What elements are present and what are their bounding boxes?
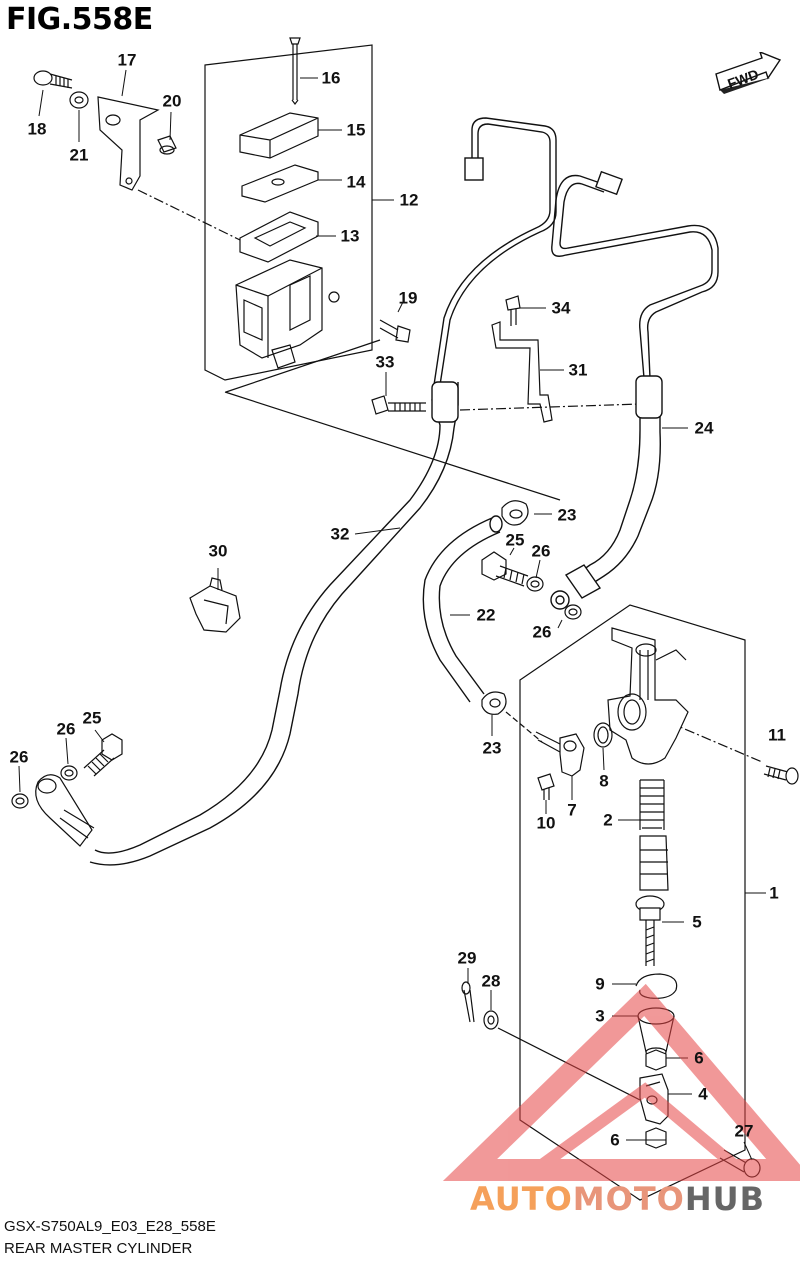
callout-21: 21 xyxy=(69,145,89,165)
screw-16 xyxy=(289,37,301,105)
callout-11: 11 xyxy=(768,725,786,745)
diaphragm-13 xyxy=(239,211,319,263)
diagram-caption: REAR MASTER CYLINDER xyxy=(4,1240,193,1257)
nut-6-upper xyxy=(645,1049,667,1071)
clamp-30 xyxy=(189,577,241,633)
callout-31: 31 xyxy=(568,360,588,380)
callout-26-left: 26 xyxy=(56,719,76,739)
reservoir-group-outline xyxy=(204,44,373,381)
washer-26-b xyxy=(564,604,582,620)
reservoir-plate-14 xyxy=(241,164,319,203)
bracket-31 xyxy=(491,321,553,423)
bolt-18 xyxy=(33,70,73,89)
collar-20 xyxy=(157,135,177,155)
callout-20: 20 xyxy=(162,91,182,111)
callout-25-lower: 25 xyxy=(82,708,102,728)
nut-6-lower xyxy=(645,1127,667,1149)
callout-29: 29 xyxy=(457,948,477,968)
hose-clamp-23-lower xyxy=(481,691,507,715)
callout-33: 33 xyxy=(375,352,395,372)
callout-22: 22 xyxy=(476,605,496,625)
reservoir-joint-7 xyxy=(535,731,585,777)
watermark-part-hub: HUB xyxy=(684,1180,766,1218)
watermark-logo: AUTOMOTOHUB xyxy=(470,1180,765,1218)
callout-18: 18 xyxy=(27,119,47,139)
hose-clamp-23-upper xyxy=(501,500,529,526)
callout-4: 4 xyxy=(698,1084,708,1104)
callout-9: 9 xyxy=(595,974,605,994)
callout-10: 10 xyxy=(536,813,556,833)
callout-17: 17 xyxy=(117,50,137,70)
callout-25-upper: 25 xyxy=(505,530,525,550)
callout-6-upper: 6 xyxy=(694,1048,704,1068)
callout-24: 24 xyxy=(694,418,714,438)
washer-28 xyxy=(483,1010,499,1030)
callout-2: 2 xyxy=(603,810,613,830)
washer-26-d xyxy=(11,793,29,809)
callout-12: 12 xyxy=(399,190,419,210)
bolt-34 xyxy=(505,295,521,326)
model-code: GSX-S750AL9_E03_E28_558E xyxy=(4,1218,216,1235)
master-cylinder-body xyxy=(607,627,689,765)
push-rod-5 xyxy=(635,895,665,966)
bolt-19 xyxy=(379,319,411,343)
piston-spring-2 xyxy=(639,779,669,891)
banjo-fitting-left xyxy=(35,774,95,847)
reservoir-body xyxy=(235,259,340,369)
callout-7: 7 xyxy=(567,800,577,820)
callout-23-lower: 23 xyxy=(482,738,502,758)
grommet-21 xyxy=(69,91,89,109)
callout-3: 3 xyxy=(595,1006,605,1026)
watermark-triangle xyxy=(442,983,800,1181)
bolt-33 xyxy=(371,395,426,415)
callout-13: 13 xyxy=(340,226,360,246)
reservoir-hose-22 xyxy=(422,515,503,703)
washer-26-c xyxy=(60,765,78,781)
figure-title: FIG.558E xyxy=(6,2,153,37)
callout-14: 14 xyxy=(346,172,366,192)
union-bolt-25-upper xyxy=(481,551,529,587)
callout-16: 16 xyxy=(321,68,341,88)
callout-28: 28 xyxy=(481,971,501,991)
cotter-pin-29 xyxy=(461,981,475,1023)
brake-pipe-upper xyxy=(433,117,719,386)
reservoir-cap-15 xyxy=(239,112,319,159)
callout-23-upper: 23 xyxy=(557,505,577,525)
callout-1: 1 xyxy=(769,883,779,903)
callout-5: 5 xyxy=(692,912,702,932)
washer-26-a xyxy=(526,576,544,592)
bracket-17 xyxy=(97,96,160,191)
forward-arrow-icon: FWD xyxy=(712,50,782,94)
callout-19: 19 xyxy=(398,288,418,308)
callout-32: 32 xyxy=(330,524,350,544)
screw-11 xyxy=(763,765,799,785)
watermark-part-moto: MOTO xyxy=(572,1180,685,1218)
callout-26-far-left: 26 xyxy=(9,747,29,767)
brake-hose-32 xyxy=(89,381,459,866)
callout-6-lower: 6 xyxy=(610,1130,620,1150)
callout-30: 30 xyxy=(208,541,228,561)
callout-15: 15 xyxy=(346,120,366,140)
union-bolt-25-lower xyxy=(83,733,123,777)
screw-10 xyxy=(537,773,555,800)
callout-26-mid: 26 xyxy=(532,622,552,642)
watermark-part-auto: AUTO xyxy=(470,1180,573,1218)
callout-8: 8 xyxy=(599,771,609,791)
callout-34: 34 xyxy=(551,298,571,318)
o-ring-8 xyxy=(593,722,613,748)
brake-hose-24 xyxy=(550,375,663,610)
callout-26-upper: 26 xyxy=(531,541,551,561)
callout-27: 27 xyxy=(734,1121,754,1141)
